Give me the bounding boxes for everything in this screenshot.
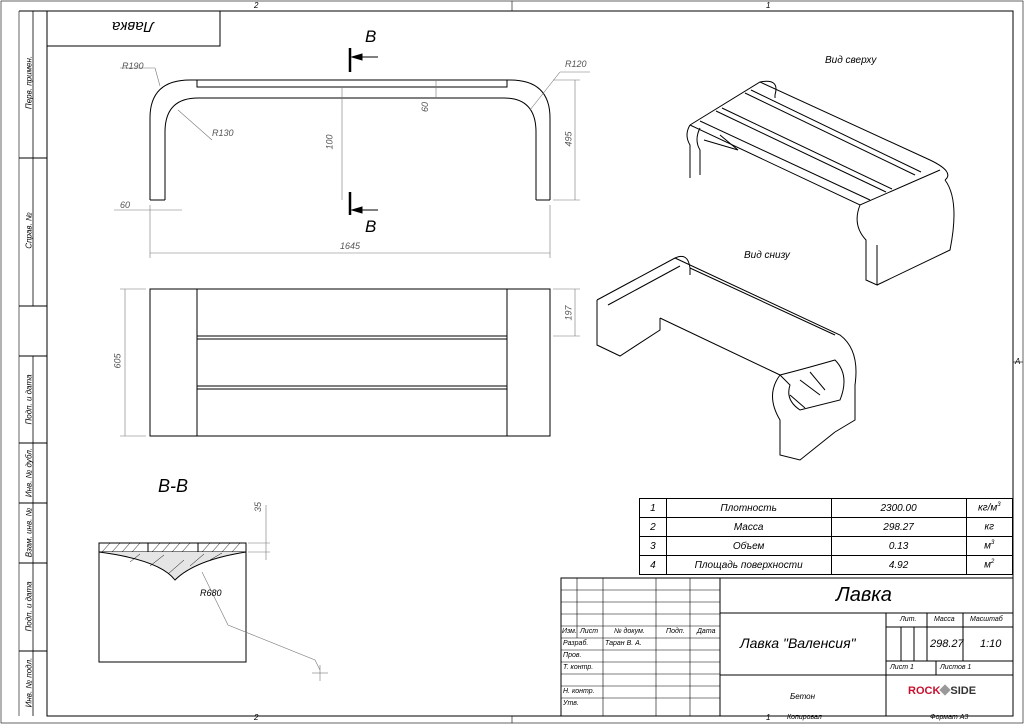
cell: м2 (965, 555, 1014, 575)
table-row: 1 Плотность 2300.00 кг/м3 (639, 498, 1014, 518)
view-label-top: Вид сверху (825, 55, 877, 66)
section-title: B-B (158, 476, 189, 496)
company-logo: ROCK SIDE (908, 684, 977, 697)
dim-radius: R190 (122, 61, 144, 71)
dim-value: 1645 (340, 241, 361, 251)
dim-radius: R120 (565, 59, 587, 69)
sheet-count: Листов 1 (940, 664, 972, 671)
zone-label: 2 (254, 1, 259, 10)
zone-label: A (1015, 357, 1021, 366)
section-hatch (101, 542, 241, 575)
row-label: Н. контр. (563, 688, 595, 695)
author-name: Таран В. А. (605, 640, 642, 647)
logo-text-left: ROCK (908, 685, 941, 697)
iso-view-bottom (596, 255, 857, 461)
dim-value: 60 (120, 200, 131, 210)
section-marker-bottom (348, 192, 378, 215)
table-row: 4 Площадь поверхности 4.92 м2 (639, 555, 1014, 575)
col-header: № докум. (614, 628, 645, 635)
zone-label: 2 (254, 713, 259, 722)
col-header: Подп. (666, 628, 685, 635)
view-label-bottom: Вид снизу (744, 250, 790, 261)
front-view (149, 79, 551, 201)
copied-label: Копировал (787, 714, 822, 721)
col-header: Лист (580, 628, 599, 635)
format-label: Формат А3 (930, 714, 969, 721)
logo-text-right: SIDE (950, 685, 977, 697)
scale-label: Масштаб (970, 616, 1003, 623)
table-row: 3 Объем 0.13 м3 (639, 536, 1014, 556)
unit: м (984, 559, 992, 571)
unit: кг/м (977, 502, 998, 514)
unit: кг (984, 521, 995, 533)
section-marker-top (348, 48, 378, 72)
zone-label: 1 (766, 713, 771, 722)
cell: м3 (965, 536, 1014, 556)
row-label: Утв. (563, 700, 579, 707)
row-label: Пров. (563, 652, 582, 659)
plan-view (149, 288, 551, 437)
col-header: Изм. (562, 628, 577, 635)
dim-radius: R130 (212, 128, 234, 138)
row-label: Разраб. (563, 640, 589, 647)
front-dim-lines (114, 67, 590, 258)
row-label: Т. контр. (563, 664, 594, 671)
section-dim-lines (201, 505, 328, 681)
lit-label: Лит. (900, 616, 917, 623)
unit-exponent: 2 (991, 559, 995, 566)
zone-label: 1 (766, 1, 771, 10)
properties-table: 1 Плотность 2300.00 кг/м3 2 Масса 298.27… (639, 498, 1014, 575)
dim-radius: R680 (200, 588, 222, 598)
mass-label: Масса (934, 616, 955, 623)
unit: м (984, 540, 992, 552)
scale-value: 1:10 (980, 638, 1002, 650)
doc-code: Лавка (836, 584, 892, 606)
col-header: Дата (697, 628, 716, 635)
plan-dim-lines (120, 288, 580, 437)
section-letter: B (365, 217, 377, 236)
section-letter: B (365, 27, 377, 46)
cell: 4 (639, 555, 667, 575)
unit-exponent: 3 (997, 502, 1001, 509)
sheet-number: Лист 1 (890, 664, 914, 671)
unit-exponent: 3 (991, 540, 995, 547)
mass-value: 298.27 (930, 638, 964, 650)
product-name: Лавка "Валенсия" (740, 635, 856, 651)
section-view (98, 542, 247, 663)
material: Бетон (790, 692, 815, 701)
iso-view-top (686, 80, 955, 286)
